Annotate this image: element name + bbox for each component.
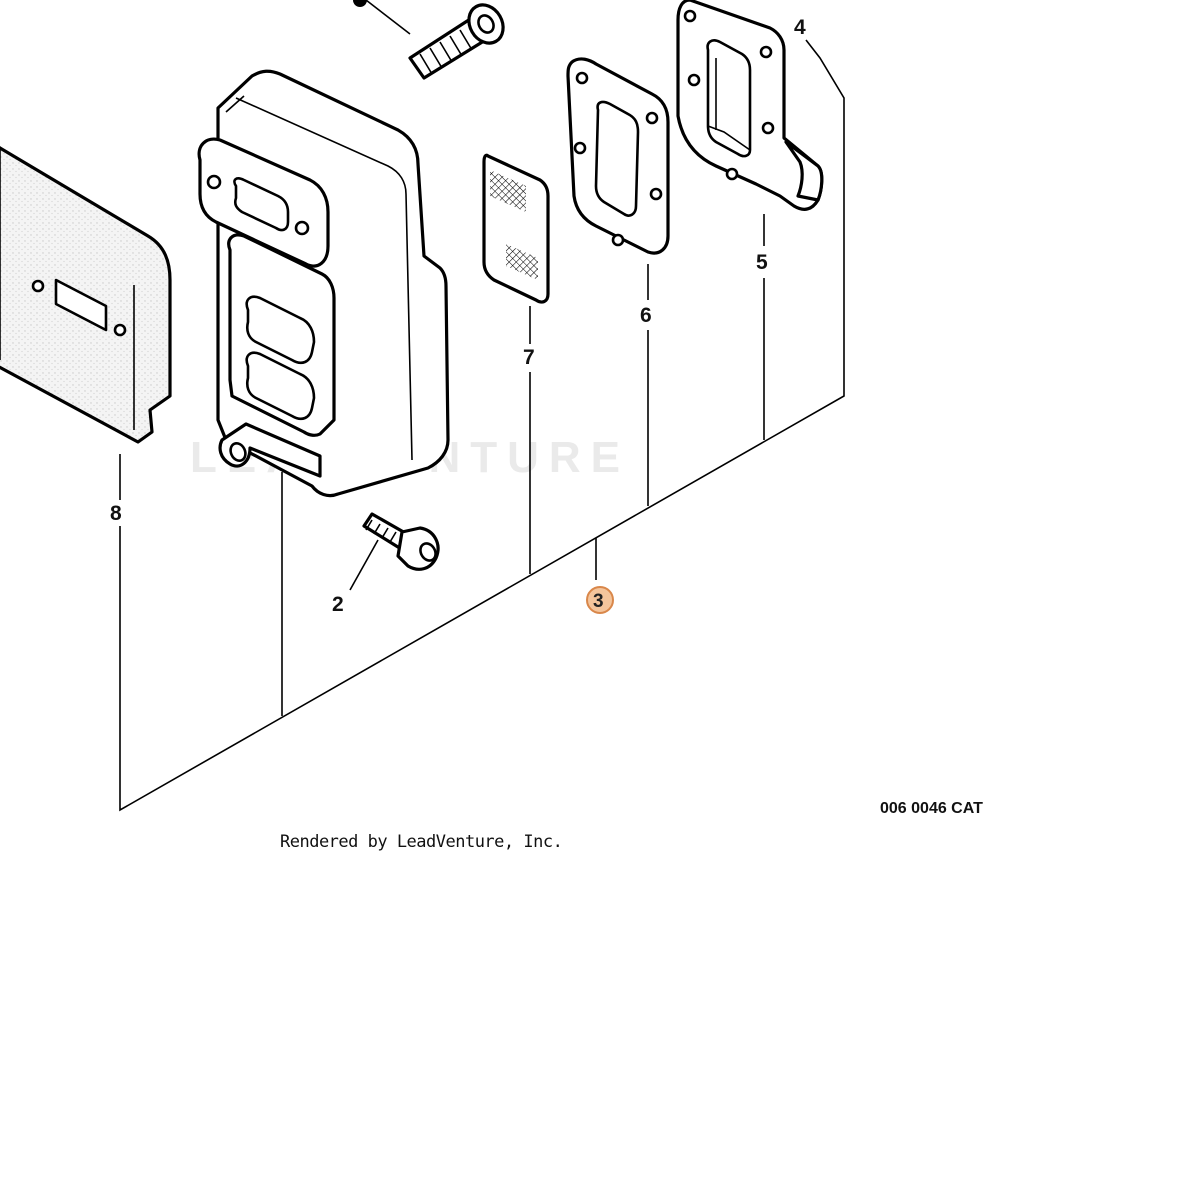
callout-7[interactable]: 7 <box>523 346 535 369</box>
callout-labels: 8 2 7 6 5 4 3 <box>110 16 806 616</box>
callout-8[interactable]: 8 <box>110 502 122 525</box>
callout-4[interactable]: 4 <box>794 16 806 39</box>
part-6-gasket[interactable] <box>566 57 670 255</box>
part-1-screw-top[interactable] <box>353 0 510 80</box>
callout-3[interactable]: 3 <box>593 591 604 612</box>
part-2-screw[interactable] <box>362 512 440 571</box>
part-5-deflector[interactable] <box>676 0 824 211</box>
part-7-spark-screen[interactable] <box>482 153 550 304</box>
callout-3-highlight[interactable]: 3 <box>586 586 614 614</box>
callout-2[interactable]: 2 <box>332 593 344 616</box>
muffler-body[interactable] <box>197 69 450 498</box>
callout-6[interactable]: 6 <box>640 304 652 327</box>
leader-lines <box>119 39 845 812</box>
part-8-heat-shield[interactable] <box>0 140 172 444</box>
render-credit: Rendered by LeadVenture, Inc. <box>280 832 563 852</box>
callout-5[interactable]: 5 <box>756 251 768 274</box>
highlight-circle <box>586 586 614 614</box>
catalog-code: 006 0046 CAT <box>880 800 983 817</box>
